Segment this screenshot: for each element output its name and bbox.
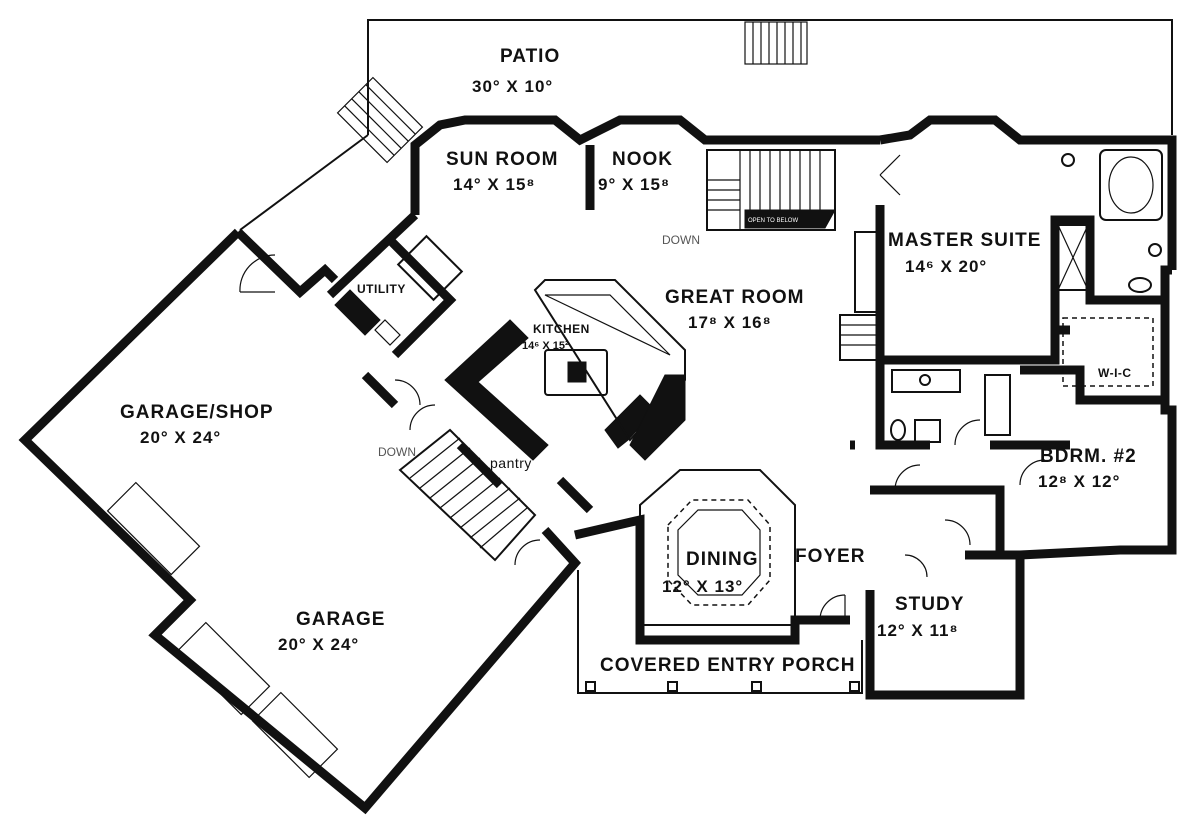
master-suite-label: MASTER SUITE [888,230,1041,251]
dining-dim: 12° X 13° [662,577,743,596]
patio-outline [367,19,1173,135]
master-suite-dim: 14⁶ X 20° [905,257,987,276]
garage-label: GARAGE [296,609,385,630]
garage-dim: 20° X 24° [278,635,359,654]
fireplace [839,231,881,361]
kitchen-cabinetry [444,279,686,461]
garage-shop-label: GARAGE/SHOP [120,402,274,423]
hall-bath-fixtures [890,369,1011,443]
great-room-dim: 17⁸ X 16⁸ [688,313,772,332]
porch-label: COVERED ENTRY PORCH [600,655,855,676]
side-steps [336,76,424,164]
porch-outline [577,570,863,694]
garage-shop-dim: 20° X 24° [140,428,221,447]
house-walls [326,115,1177,700]
wic-label: W-I-C [1098,366,1132,380]
down-label-great: DOWN [662,233,700,247]
study-dim: 12° X 11⁸ [877,621,959,640]
down-label-garage: DOWN [378,445,416,459]
pantry-label: pantry [490,455,532,471]
foyer-label: FOYER [795,546,865,567]
utility-label: UTILITY [357,282,406,296]
kitchen-label: KITCHEN [533,322,590,336]
dining-bay [639,469,796,626]
sun-room-dim: 14° X 15⁸ [453,175,535,194]
wic-outline [1062,317,1154,387]
patio-diagonal [239,134,369,231]
bdrm2-dim: 12⁸ X 12° [1038,472,1120,491]
dining-label: DINING [686,549,759,570]
garage-stair [398,428,537,562]
interior-walls [386,145,1165,560]
patio-dim: 30° X 10° [472,77,553,96]
master-bath-fixtures [1057,149,1163,293]
kitchen-dim: 14⁶ X 15² [522,340,569,352]
nook-label: NOOK [612,149,673,170]
open-below-label: OPEN TO BELOW [748,218,798,224]
sun-room-label: SUN ROOM [446,149,559,170]
door-swings [394,154,1046,621]
nook-dim: 9° X 15⁸ [598,175,670,194]
bdrm2-label: BDRM. #2 [1040,446,1137,467]
patio-label: PATIO [500,46,560,67]
garage-walls [18,228,582,815]
great-room-stair [706,149,836,231]
study-label: STUDY [895,594,964,615]
great-room-label: GREAT ROOM [665,287,804,308]
utility-fixtures [334,234,464,346]
